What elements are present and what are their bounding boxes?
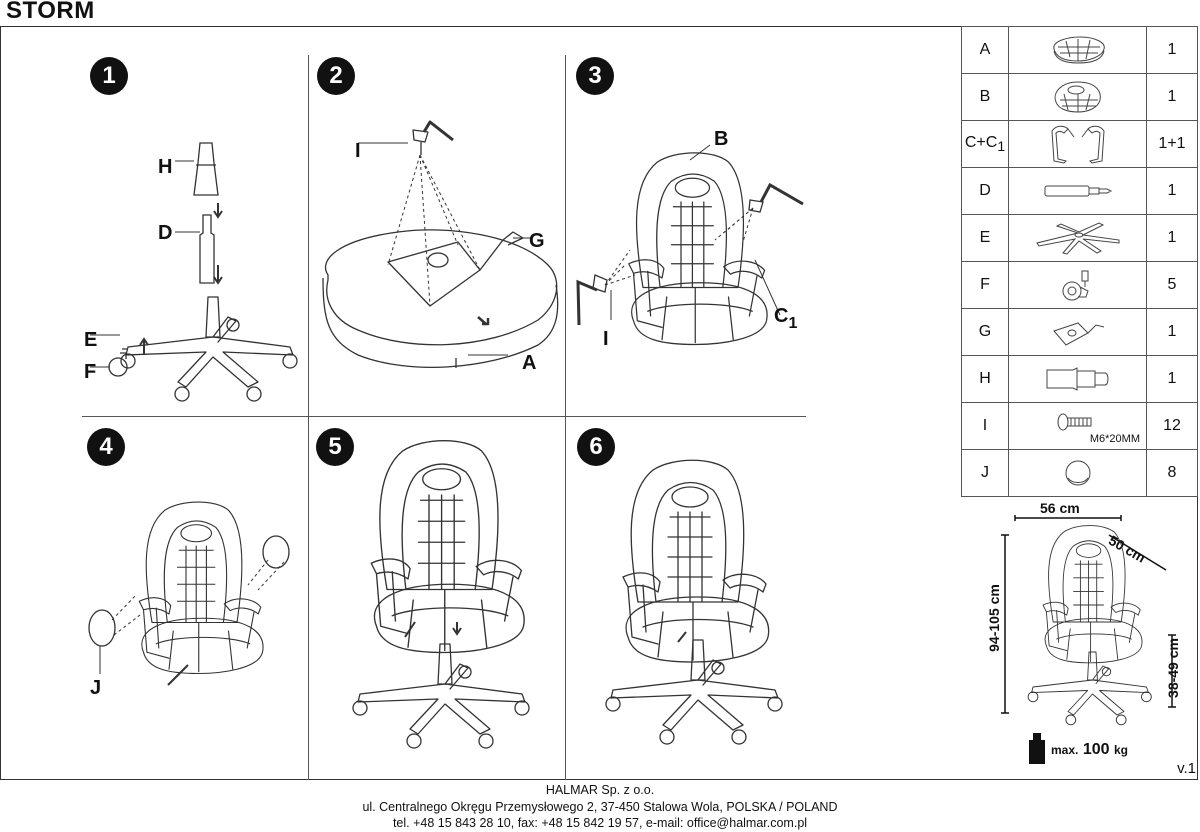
part-letter: B xyxy=(961,73,1009,121)
footer: HALMAR Sp. z o.o. ul. Centralnego Okręgu… xyxy=(0,782,1200,832)
cap-icon xyxy=(1008,449,1147,497)
table-row: J 8 xyxy=(961,449,1198,497)
label-i-step3: I xyxy=(603,328,609,350)
label-i: I xyxy=(355,140,361,162)
part-letter: F xyxy=(961,261,1009,309)
divider xyxy=(82,416,806,417)
label-c1: C1 xyxy=(774,305,797,333)
part-qty: 1 xyxy=(1146,26,1198,74)
part-letter-sub: 1 xyxy=(997,138,1006,155)
part-qty: 5 xyxy=(1146,261,1198,309)
part-letter: I xyxy=(961,402,1009,450)
table-row: F 5 xyxy=(961,261,1198,309)
base-icon xyxy=(1008,214,1147,262)
part-qty: 1 xyxy=(1146,308,1198,356)
armrests-icon xyxy=(1008,120,1147,168)
footer-contact: tel. +48 15 843 28 10, fax: +48 15 842 1… xyxy=(392,816,808,830)
instruction-frame xyxy=(0,26,1198,780)
part-qty: 1 xyxy=(1146,214,1198,262)
screw-size: M6*20MM xyxy=(1089,433,1140,445)
caster-icon xyxy=(1008,261,1147,309)
part-qty: 1 xyxy=(1146,73,1198,121)
step-number: 3 xyxy=(576,57,614,95)
table-row: I M6*20MM 12 xyxy=(961,402,1198,450)
label-a: A xyxy=(522,352,537,374)
table-row: G 1 xyxy=(961,308,1198,356)
max-load-value: 100 xyxy=(1082,741,1110,758)
mechanism-icon xyxy=(1008,308,1147,356)
table-row: C+C1 1+1 xyxy=(961,120,1198,168)
table-row: B 1 xyxy=(961,73,1198,121)
step-number: 6 xyxy=(577,428,615,466)
width-dimension: 56 cm xyxy=(1040,500,1080,516)
part-letter: H xyxy=(961,355,1009,403)
label-g: G xyxy=(529,230,545,252)
part-qty: 12 xyxy=(1146,402,1198,450)
step-number: 4 xyxy=(87,428,125,466)
footer-company: HALMAR Sp. z o.o. xyxy=(545,783,655,797)
part-qty: 1 xyxy=(1146,167,1198,215)
seat-icon xyxy=(1008,26,1147,74)
step-number: 1 xyxy=(90,57,128,95)
cover-icon xyxy=(1008,355,1147,403)
part-letter: C+C1 xyxy=(961,120,1009,168)
label-c-letter: C xyxy=(774,305,789,327)
dimensions-panel: 56 cm 50 cm 94-105 cm 38-49 cm max. 100 … xyxy=(961,495,1198,780)
part-letter: E xyxy=(961,214,1009,262)
max-load-unit: kg xyxy=(1113,743,1128,757)
table-row: D 1 xyxy=(961,167,1198,215)
label-b: B xyxy=(714,128,729,150)
label-h: H xyxy=(158,156,173,178)
version-label: v.1 xyxy=(1177,760,1196,777)
step5-illustration xyxy=(352,439,530,749)
step4-illustration xyxy=(88,501,303,670)
label-d: D xyxy=(158,222,173,244)
footer-address: ul. Centralnego Okręgu Przemysłowego 2, … xyxy=(362,799,838,814)
part-qty: 1 xyxy=(1146,355,1198,403)
divider xyxy=(565,55,566,780)
table-row: E 1 xyxy=(961,214,1198,262)
part-qty: 1+1 xyxy=(1146,120,1198,168)
dimension-illustration xyxy=(961,495,1198,764)
label-e: E xyxy=(84,329,98,351)
step-number: 5 xyxy=(316,428,354,466)
product-title: STORM xyxy=(6,0,95,24)
part-letter: J xyxy=(961,449,1009,497)
gas-lift-icon xyxy=(1008,167,1147,215)
divider xyxy=(308,55,309,780)
part-letter-text: C+C xyxy=(964,133,998,151)
table-row: H 1 xyxy=(961,355,1198,403)
step1-illustration xyxy=(100,135,298,402)
part-qty: 8 xyxy=(1146,449,1198,497)
part-letter: D xyxy=(961,167,1009,215)
part-letter: A xyxy=(961,26,1009,74)
label-j: J xyxy=(90,677,102,699)
label-c-sub: 1 xyxy=(788,315,798,332)
backrest-icon xyxy=(1008,73,1147,121)
table-row: A 1 xyxy=(961,26,1198,74)
screw-icon: M6*20MM xyxy=(1008,402,1147,450)
max-load: max. 100 kg xyxy=(1051,741,1128,759)
step6-illustration xyxy=(605,459,783,745)
max-load-prefix: max. xyxy=(1051,743,1079,757)
step3-illustration xyxy=(575,140,805,346)
step2-illustration xyxy=(318,120,563,390)
part-letter: G xyxy=(961,308,1009,356)
label-f: F xyxy=(84,361,97,383)
parts-table: A 1 B 1 C+C1 1+1 D 1 E 1 F 5 G 1 H 1 I M… xyxy=(961,26,1198,497)
step-number: 2 xyxy=(317,57,355,95)
